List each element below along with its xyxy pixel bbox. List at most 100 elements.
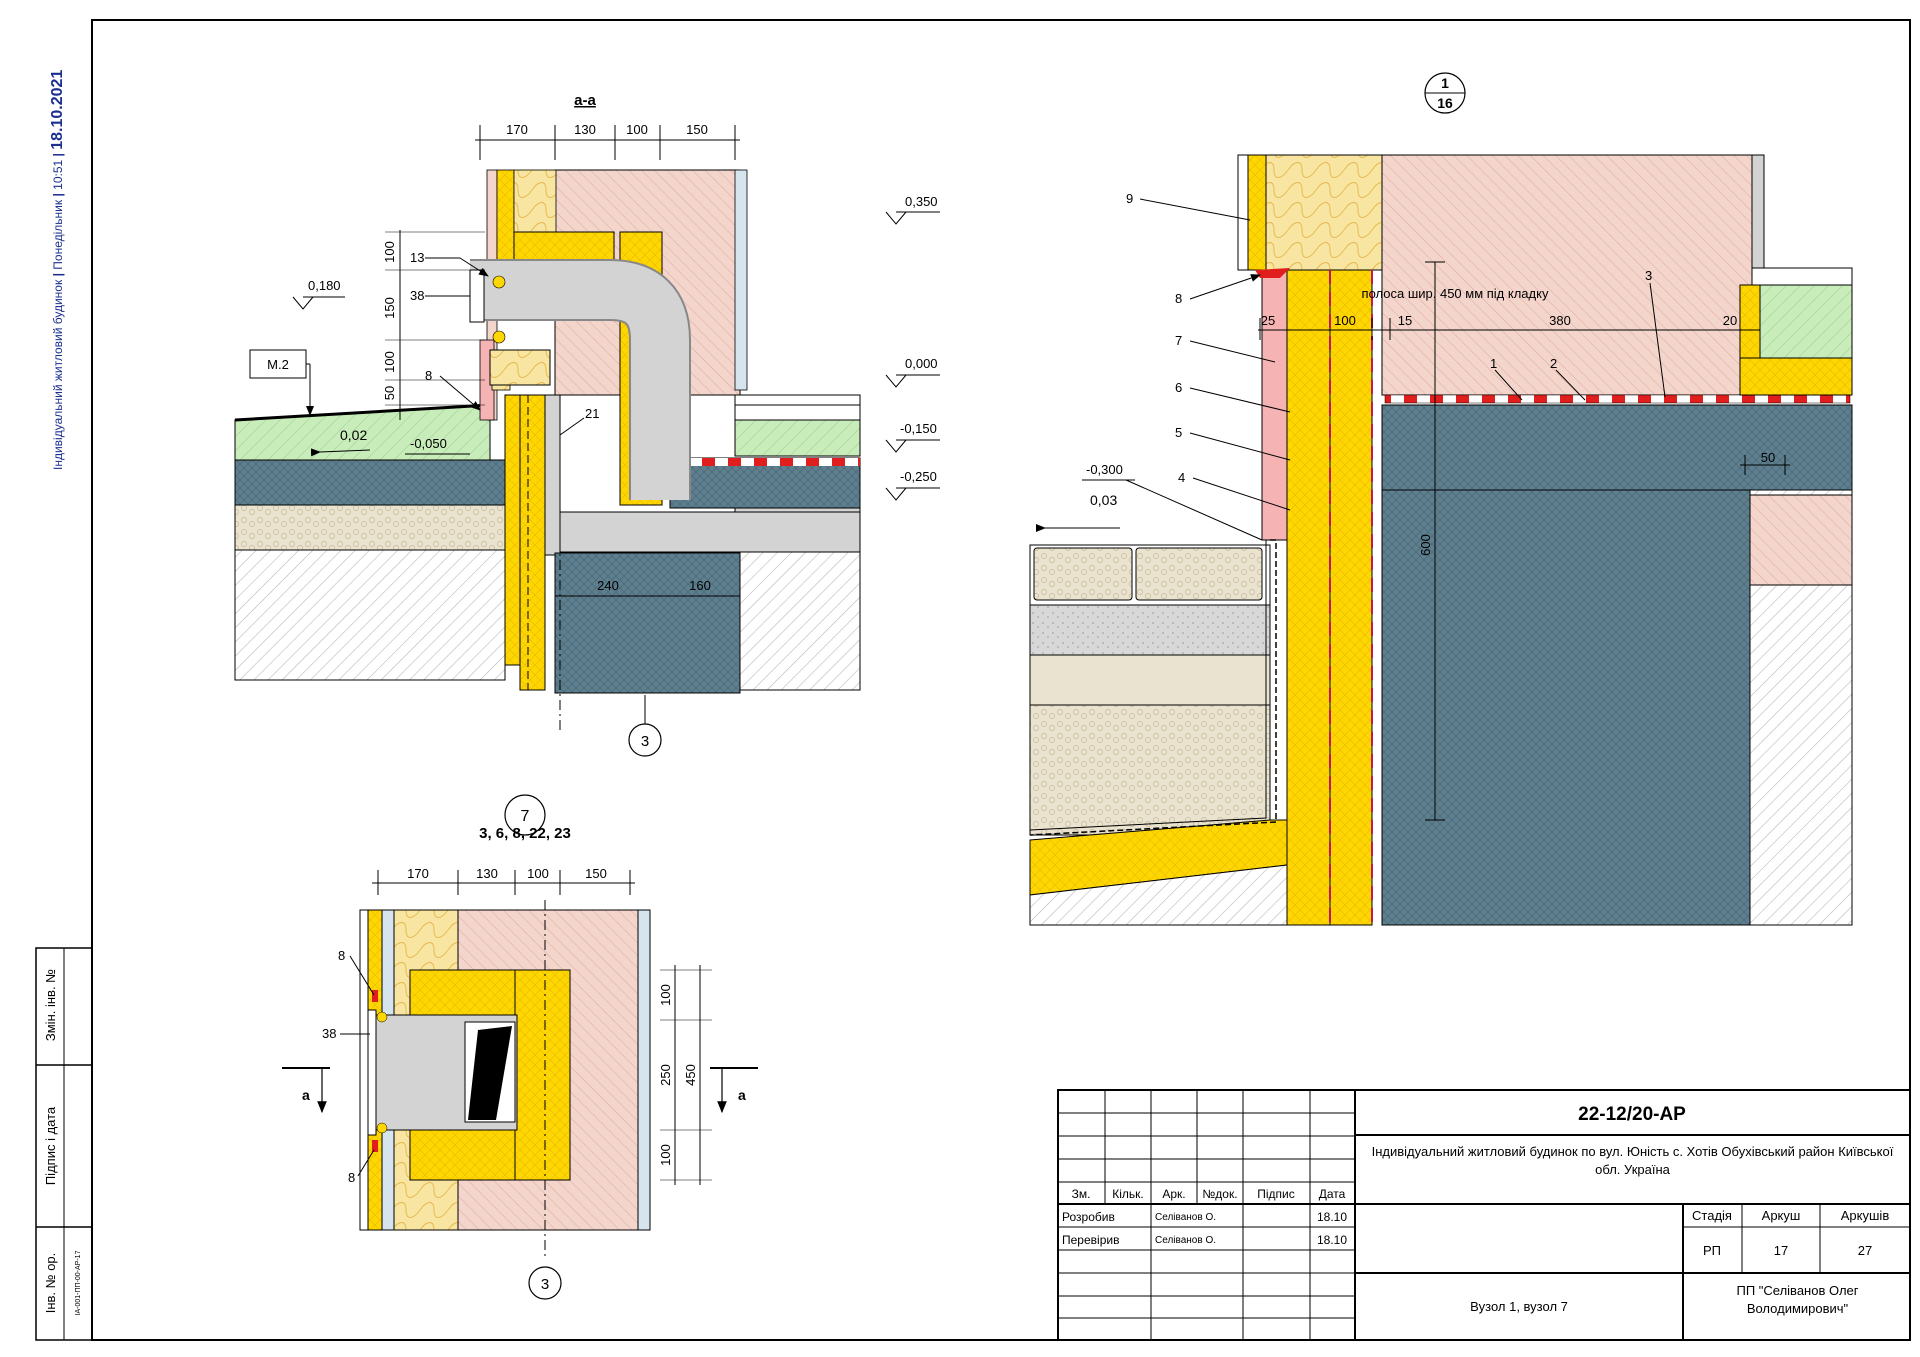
node1-dim-2: 100: [1334, 313, 1356, 328]
node1-dim-4: 380: [1549, 313, 1571, 328]
side-strip: Індивідуальний житловий будинок | Понеді…: [49, 70, 66, 470]
node1-callout-5: 5: [1175, 425, 1182, 440]
aa-level-0250: -0,250: [900, 469, 937, 484]
node1: 1 16: [1029, 72, 1853, 926]
node1-bubble-bottom: 16: [1437, 95, 1453, 111]
section-aa-title: а-а: [574, 92, 596, 109]
node7-dim-right-2: 250: [658, 1064, 673, 1086]
side-project: Індивідуальний житловий будинок: [51, 279, 65, 470]
tb-date-1: 18.10: [1317, 1210, 1347, 1224]
tb-header-signature: Підпис: [1257, 1187, 1295, 1201]
aa-dim-top-4: 150: [686, 122, 708, 137]
side-date: 18.10.2021: [49, 70, 66, 150]
tb-sheets: 27: [1858, 1243, 1872, 1258]
tb-header-qty: Кільк.: [1112, 1187, 1144, 1201]
aa-callouts: 13 38 8 21: [410, 250, 599, 436]
aa-level-0000: 0,000: [905, 356, 938, 371]
node7-bubble: 7: [521, 808, 530, 825]
node7-dim-total: 450: [683, 1064, 698, 1086]
node7-dim-top-4: 150: [585, 866, 607, 881]
title-block: Зм. Кільк. Арк. №док. Підпис Дата Розроб…: [1057, 1089, 1911, 1341]
node1-callout-4: 4: [1178, 470, 1185, 485]
aa-dim-top-1: 170: [506, 122, 528, 137]
tb-name-1: Селіванов О.: [1155, 1212, 1216, 1223]
tb-header-doc: №док.: [1202, 1187, 1237, 1201]
node7-dim-right-3: 100: [658, 1144, 673, 1166]
tb-header-sheet: Арк.: [1162, 1187, 1185, 1201]
node7-callout-8-top: 8: [338, 948, 345, 963]
node7-dim-top-3: 100: [527, 866, 549, 881]
node1-dim-1: 25: [1261, 313, 1275, 328]
tb-sheet-title: Вузол 1, вузол 7: [1470, 1299, 1568, 1314]
node1-callouts: 9 8 7 6 5 4: [1126, 191, 1291, 511]
aa-callout-21: 21: [585, 406, 599, 421]
svg-text:Індивідуальний житловий будино: Індивідуальний житловий будинок | Понеді…: [49, 70, 66, 470]
node7-dim-top-2: 130: [476, 866, 498, 881]
aa-dim-left-3: 100: [382, 351, 397, 373]
aa-dim-left-2: 150: [382, 297, 397, 319]
node7-callout-8-bottom: 8: [348, 1170, 355, 1185]
tb-header-zm: Зм.: [1072, 1187, 1091, 1201]
tb-role-1: Розробив: [1062, 1210, 1115, 1224]
aa-callout-38: 38: [410, 288, 424, 303]
aa-dims-bottom: 240 160: [555, 578, 740, 597]
node7: 7 3, 6, 8, 22, 23 3 а а: [282, 794, 758, 1300]
tb-code: 22-12/20-АР: [1578, 1104, 1686, 1125]
node7-cut-left: а: [302, 1087, 310, 1103]
tb-header-date: Дата: [1319, 1187, 1346, 1201]
side-weekday: Понедільник: [51, 199, 65, 270]
aa-dim-bottom-2: 160: [689, 578, 711, 593]
node7-dim-right-1: 100: [658, 984, 673, 1006]
tb-date-2: 18.10: [1317, 1233, 1347, 1247]
left-stamp: Змін. інв. № Підпис і дата Інв. № ор. IA…: [35, 947, 93, 1341]
side-time: 10:51: [51, 159, 65, 189]
aa-dims-left: 100 150 100 50: [382, 230, 485, 420]
aa-level-0050: -0,050: [410, 436, 447, 451]
node7-callout-38: 38: [322, 1026, 336, 1041]
section-aa: а-а: [234, 92, 940, 757]
aa-dim-bottom-1: 240: [597, 578, 619, 593]
node1-dim-offset: 50: [1761, 450, 1775, 465]
aa-level-0350: 0,350: [905, 194, 938, 209]
node1-note: полоса шир. 450 мм під кладку: [1362, 286, 1549, 301]
aa-callout-8: 8: [425, 368, 432, 383]
node7-axis: 3: [541, 1276, 549, 1293]
node7-dim-top-1: 170: [407, 866, 429, 881]
aa-callout-13: 13: [410, 250, 424, 265]
aa-dim-top-2: 130: [574, 122, 596, 137]
node1-level: -0,300: [1086, 462, 1123, 477]
node1-callout-7: 7: [1175, 333, 1182, 348]
aa-level-0150: -0,150: [900, 421, 937, 436]
node1-layer-2: 2: [1550, 356, 1557, 371]
signature-date-label: Підпис і дата: [43, 1106, 58, 1185]
tb-description: Індивідуальний житловий будинок по вул. …: [1371, 1144, 1894, 1177]
aa-dim-left-1: 100: [382, 241, 397, 263]
tb-name-2: Селіванов О.: [1155, 1235, 1216, 1246]
node1-callout-6: 6: [1175, 380, 1182, 395]
aa-slope: 0,02: [340, 427, 367, 443]
tb-role-2: Перевірив: [1062, 1233, 1119, 1247]
node1-callout-8: 8: [1175, 291, 1182, 306]
node1-layer-1: 1: [1490, 356, 1497, 371]
node7-sheets: 3, 6, 8, 22, 23: [479, 825, 571, 842]
aa-dim-left-4: 50: [382, 386, 397, 400]
node7-cut-right: а: [738, 1087, 746, 1103]
node1-dim-5: 20: [1723, 313, 1737, 328]
tb-stage-label: Стадія: [1692, 1208, 1732, 1223]
changed-inv-label: Змін. інв. №: [43, 969, 58, 1041]
node1-callout-9: 9: [1126, 191, 1133, 206]
tb-sheet: 17: [1774, 1243, 1788, 1258]
aa-level-0180: 0,180: [308, 278, 341, 293]
tb-sheets-label: Аркушів: [1841, 1208, 1890, 1223]
inv-original-label: Інв. № ор.: [43, 1253, 58, 1314]
node1-dim-3: 15: [1398, 313, 1412, 328]
node1-layer-3: 3: [1645, 268, 1652, 283]
node1-dim-vertical: 600: [1418, 534, 1433, 556]
inv-value: IA-001-ПП-00-АР-17: [75, 1250, 82, 1315]
aa-dim-top-3: 100: [626, 122, 648, 137]
aa-axis-label: 3: [641, 733, 649, 750]
aa-mark: М.2: [267, 357, 289, 372]
node1-slope: 0,03: [1090, 492, 1117, 508]
tb-company: ПП "Селіванов Олег Володимирович": [1736, 1283, 1859, 1316]
aa-levels: 0,350 0,180 0,000 -0,150 -0,250 -0,050 0…: [292, 194, 940, 501]
